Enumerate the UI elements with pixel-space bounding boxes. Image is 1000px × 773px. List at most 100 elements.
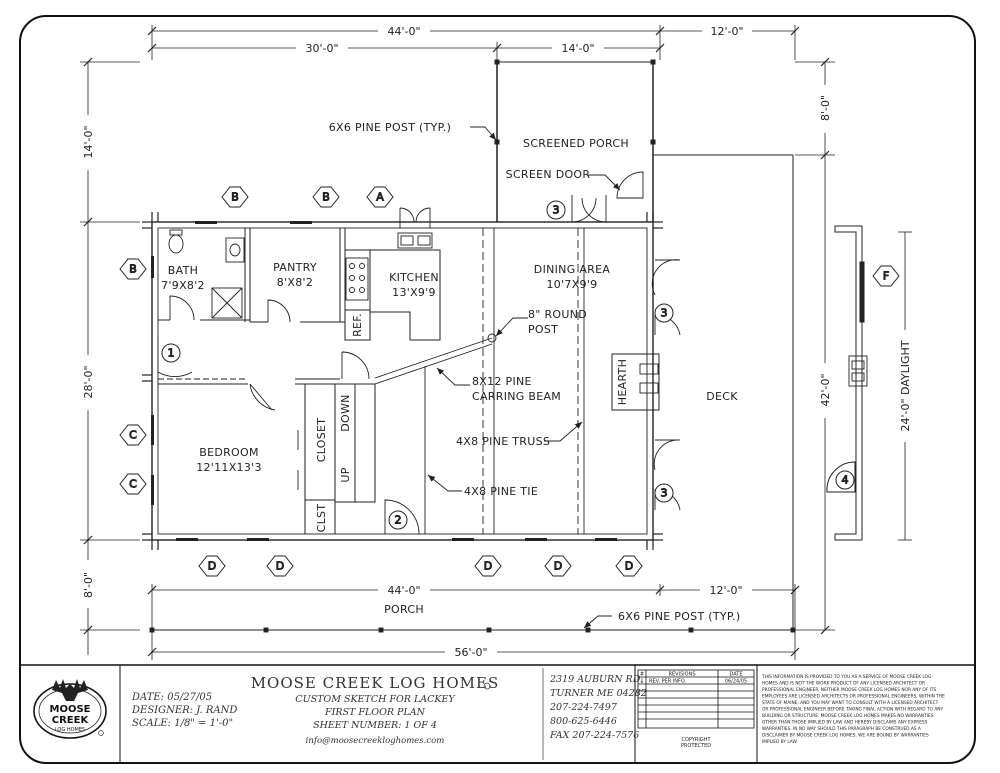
svg-text:3: 3 <box>661 307 668 320</box>
tag-d-1: D <box>198 555 226 577</box>
svg-text:C: C <box>129 478 137 491</box>
tag-door-3-lower: 3 <box>654 483 674 503</box>
svg-text:C: C <box>129 429 137 442</box>
company-info: MOOSE CREEK LOG HOMES CUSTOM SKETCH FOR … <box>251 674 500 746</box>
dim-bottom-porch: 44'-0" <box>387 584 420 597</box>
svg-text:EMPLOYEES ARE LICENSED ARCHITE: EMPLOYEES ARE LICENSED ARCHITECTS OR PRO… <box>762 694 945 700</box>
room-porch: PORCH <box>384 603 424 616</box>
room-bath: BATH <box>168 264 198 277</box>
company-name: MOOSE CREEK LOG HOMES <box>251 674 500 692</box>
svg-text:3: 3 <box>553 204 560 217</box>
moose-creek-logo: MOOSE CREEK LOG HOMES <box>33 679 107 739</box>
tag-f: F <box>872 265 900 287</box>
dim-right-mid: 42'-0" <box>819 373 832 406</box>
revisions-table: # REVISIONS DATE 1 REV. PER INFO. 06/24/… <box>637 669 755 749</box>
dimension-labels: 44'-0" 12'-0" 30'-0" 14'-0" 14'-0" 28'-0… <box>81 23 913 659</box>
address-line2: TURNER ME 04282 <box>550 688 647 699</box>
sheet-number: SHEET NUMBER: 1 OF 4 <box>313 720 437 731</box>
room-closet: CLOSET <box>315 418 328 463</box>
svg-text:STATE OF MAINE, AND YOU MAY WA: STATE OF MAINE, AND YOU MAY WANT TO CONS… <box>762 700 939 706</box>
deck-outline <box>653 154 794 630</box>
room-bedroom-size: 12'11X13'3 <box>196 461 262 474</box>
svg-text:2: 2 <box>395 514 402 527</box>
log-corner-ends <box>142 212 663 550</box>
rev-col-num: # <box>640 672 644 678</box>
room-hearth: HEARTH <box>616 359 629 405</box>
stair-down: DOWN <box>339 394 352 431</box>
windows <box>151 221 617 541</box>
svg-text:3: 3 <box>661 487 668 500</box>
svg-text:THIS INFORMATION IS PROVIDED T: THIS INFORMATION IS PROVIDED TO YOU AS A… <box>761 674 931 680</box>
leader-lines <box>427 126 621 629</box>
svg-text:A: A <box>376 191 384 204</box>
svg-text:F: F <box>883 270 889 283</box>
logo-line1: MOOSE <box>50 704 91 715</box>
room-ref: REF. <box>351 313 364 337</box>
room-deck: DECK <box>706 390 738 403</box>
svg-text:1: 1 <box>168 347 175 360</box>
room-clst: CLST <box>315 504 328 533</box>
note-screen-door: SCREEN DOOR <box>506 168 591 181</box>
svg-text:IMPLIED BY LAW.: IMPLIED BY LAW. <box>762 739 798 745</box>
copyright-line1: COPYRIGHT <box>681 737 711 743</box>
tag-b-3: B <box>119 258 147 280</box>
room-screened-porch: SCREENED PORCH <box>523 137 629 150</box>
note-tie: 4X8 PINE TIE <box>464 485 538 498</box>
door-tags: 1 2 3 3 3 4 <box>161 200 855 530</box>
note-truss: 4X8 PINE TRUSS <box>456 435 550 448</box>
svg-text:B: B <box>231 191 239 204</box>
dim-top-left: 30'-0" <box>305 42 338 55</box>
contact-info: 2319 AUBURN RD. TURNER ME 04282 207-224-… <box>549 674 647 741</box>
svg-text:D: D <box>625 560 633 573</box>
note-round-post-2: POST <box>528 323 558 336</box>
drawing-date: DATE: 05/27/05 <box>131 692 212 703</box>
door-swings <box>157 171 681 535</box>
title-block <box>119 665 758 763</box>
logo-line3: LOG HOMES <box>55 727 85 733</box>
address-line1: 2319 AUBURN RD. <box>549 674 643 685</box>
rev-num: 1 <box>640 679 643 685</box>
note-beam-1: 8X12 PINE <box>472 375 532 388</box>
tag-a: A <box>366 186 394 208</box>
annotation-notes: 6X6 PINE POST (TYP.) SCREEN DOOR 8" ROUN… <box>329 121 740 623</box>
svg-text:OR PROFESSIONAL ENGINEER BEFOR: OR PROFESSIONAL ENGINEER BEFORE TAKING F… <box>762 707 943 713</box>
fax-line: FAX 207-224-7576 <box>549 730 639 741</box>
company-email: info@moosecreekloghomes.com <box>306 736 445 746</box>
room-bath-size: 7'9X8'2 <box>161 279 205 292</box>
rev-date: 06/24/05 <box>725 679 747 685</box>
dim-top-right: 12'-0" <box>710 25 743 38</box>
front-porch-outline <box>149 627 796 633</box>
tag-door-3-upper: 3 <box>654 303 674 323</box>
dim-top-porch: 14'-0" <box>561 42 594 55</box>
dim-right-top: 8'-0" <box>819 95 832 121</box>
logo-line2: CREEK <box>52 715 90 726</box>
dimension-ticks <box>83 26 830 657</box>
dim-left-mid: 28'-0" <box>82 365 95 398</box>
dim-daylight: 24'-0" DAYLIGHT <box>899 340 912 431</box>
disclaimer-text: THIS INFORMATION IS PROVIDED TO YOU AS A… <box>761 674 945 745</box>
tag-door-1: 1 <box>161 343 181 363</box>
moose-head-icon <box>52 679 88 701</box>
svg-text:BUILDING OR STRUCTURE. MOOSE C: BUILDING OR STRUCTURE. MOOSE CREEK LOG H… <box>762 713 934 719</box>
room-bedroom: BEDROOM <box>199 446 259 459</box>
svg-text:DISCLAIMER BY MOOSE CREEK LOG: DISCLAIMER BY MOOSE CREEK LOG HOMES. WE … <box>762 733 929 739</box>
note-round-post-1: 8" ROUND <box>528 308 587 321</box>
dim-top-overall: 44'-0" <box>387 25 420 38</box>
rev-desc: REV. PER INFO. <box>649 679 687 685</box>
interior-walls <box>158 228 660 534</box>
tag-b-2: B <box>312 186 340 208</box>
window-tags: B B A B C C D D D D D F <box>119 186 900 577</box>
dim-bottom-right: 12'-0" <box>709 584 742 597</box>
note-beam-2: CARRING BEAM <box>472 390 561 403</box>
plan-title: FIRST FLOOR PLAN <box>324 707 426 718</box>
tag-d-2: D <box>266 555 294 577</box>
sheet-border <box>19 15 976 764</box>
dim-left-top: 14'-0" <box>82 125 95 158</box>
svg-text:HOMES AND IS NOT THE WORK PROD: HOMES AND IS NOT THE WORK PRODUCT OF ANY… <box>762 681 925 687</box>
stair-up: UP <box>339 467 352 482</box>
tag-d-5: D <box>615 555 643 577</box>
rev-col-revisions: REVISIONS <box>668 672 695 678</box>
svg-text:D: D <box>554 560 562 573</box>
screened-porch-outline <box>494 59 656 222</box>
